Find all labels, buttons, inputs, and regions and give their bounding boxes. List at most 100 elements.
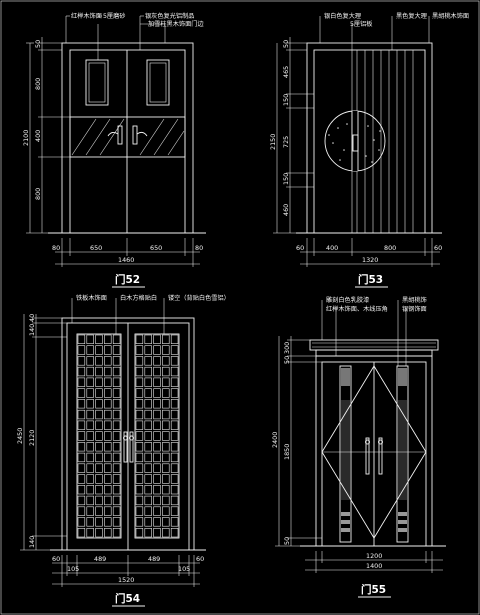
door-54-lattice-cell — [144, 506, 152, 516]
door-52-inner-frame — [69, 49, 186, 234]
door-54-lattice-cell — [170, 356, 179, 366]
door-54-lattice-cell — [144, 463, 152, 473]
door-54-lattice-cell — [144, 495, 152, 506]
door-54-lattice-cell — [162, 388, 170, 398]
door-52-vertical-dimension-lines — [26, 37, 70, 234]
door-55-dim-h-1: 1200 — [366, 552, 382, 560]
door-53-dim-v-4: 725 — [282, 136, 290, 148]
door-54-lattice-cell — [144, 431, 152, 441]
door-54-lattice-cell — [112, 420, 121, 430]
door-54-lattice-cell — [86, 495, 94, 506]
door-54-lattice-cell — [135, 399, 144, 409]
door-54-lattice-cell — [170, 388, 179, 398]
door-54-lattice-cell — [77, 334, 86, 344]
door-52-left-window-inner — [88, 62, 106, 103]
door-54-dim-v-1: 40 — [28, 314, 36, 322]
door-53-dim-v-6: 460 — [282, 204, 290, 216]
door-54-lattice-cell — [95, 399, 103, 409]
door-54-callout-2: 白木方格贴白 — [120, 294, 157, 302]
door-53-inlay-texture — [328, 123, 381, 163]
door-54-lattice-cell — [135, 452, 144, 463]
door-54-lattice-cell — [144, 452, 152, 463]
door-54-lattice-cell — [153, 506, 161, 516]
door-54-lattice-cell — [95, 334, 103, 344]
door-54-lattice-cell — [162, 527, 170, 538]
door-54-lattice-cell — [135, 388, 144, 398]
door-52-dim-h-4: 80 — [195, 244, 203, 252]
door-55-title: 门55 — [361, 583, 386, 596]
door-53-dim-h-total: 1320 — [362, 256, 378, 264]
door-54-lattice-cell — [112, 463, 121, 473]
door-55-left-handle-knob — [365, 439, 370, 445]
door-54-lattice-cell — [104, 452, 112, 463]
door-52-title: 门52 — [115, 273, 140, 286]
door-54-lattice-cell — [162, 517, 170, 527]
door-54-lattice-cell — [112, 442, 121, 452]
door-54-lattice-cell — [170, 527, 179, 538]
door-53-vertical-strips — [351, 50, 414, 233]
door-54-dim-h-2: 105 — [67, 565, 79, 573]
door-54-lattice-cell — [86, 442, 94, 452]
door-54-lattice-cell — [170, 495, 179, 506]
door-54-lattice-cell — [86, 517, 94, 527]
door-54-lattice-cell — [104, 388, 112, 398]
door-54-lattice-cell — [86, 388, 94, 398]
door-54-lattice-cell — [77, 409, 86, 420]
door-54-lattice-cell — [95, 452, 103, 463]
door-54-lattice-cell — [153, 388, 161, 398]
door-54-lattice-cell — [135, 506, 144, 516]
door-54-lattice-cell — [170, 517, 179, 527]
door-54-lattice-cell — [95, 345, 103, 355]
door-54-lattice-cell — [104, 409, 112, 420]
door-54-lattice-cell — [135, 495, 144, 506]
door-54-right-handle-knob — [129, 435, 134, 441]
door-52-dim-v-2: 800 — [34, 78, 42, 90]
door-53-inlay-gap — [352, 111, 358, 171]
door-54-lattice-cell — [144, 442, 152, 452]
door-52-callout-3: 银灰色复光铝制品 — [145, 12, 195, 20]
door-54-lattice-cell — [77, 431, 86, 441]
door-54-callout-1: 铁板木饰面 — [76, 294, 107, 302]
door-54-lattice-cell — [104, 442, 112, 452]
door-54-lattice-cell — [170, 442, 179, 452]
door-53-dim-h-1: 60 — [296, 244, 304, 252]
door-54-lattice-cell — [86, 399, 94, 409]
door-53-vertical-dimension-lines — [273, 37, 314, 234]
door-54-dim-h-5: 105 — [178, 565, 190, 573]
door-54-lattice-cell — [162, 377, 170, 387]
door-52-band-hatch — [71, 118, 185, 156]
door-54-lattice-cell — [153, 399, 161, 409]
door-54-lattice-cell — [112, 452, 121, 463]
door-55-callout-3: 黑胡桃饰 — [402, 296, 427, 304]
door-54-lattice-cell — [144, 399, 152, 409]
door-54-lattice-cell — [104, 527, 112, 538]
door-55-cornice-lower — [315, 349, 433, 357]
door-52-right-handle — [132, 125, 138, 145]
door-54-lattice-cell — [95, 431, 103, 441]
door-53-elevation: 银白色复大理 5厘铝板 黑色复大理 黑胡桃木饰面 50 465 150 725 … — [269, 12, 469, 288]
door-55-right-strip — [396, 365, 409, 543]
door-55-dim-v-3: 1850 — [283, 444, 291, 460]
door-54-lattice-cell — [135, 474, 144, 484]
door-54-lattice-cell — [95, 517, 103, 527]
door-54-lattice-cell — [104, 463, 112, 473]
door-54-lattice-cell — [95, 356, 103, 366]
door-54-lattice-cell — [86, 356, 94, 366]
door-54-dim-v-total: 2450 — [16, 428, 24, 444]
door-54-lattice-cell — [170, 474, 179, 484]
door-54-lattice-cell — [104, 420, 112, 430]
door-54-lattice-cell — [95, 442, 103, 452]
door-54-lattice-cell — [77, 463, 86, 473]
door-54-lattice-cell — [86, 474, 94, 484]
door-54-lattice-cell — [86, 484, 94, 495]
door-54-lattice-cell — [112, 356, 121, 366]
door-54-title: 门54 — [115, 592, 140, 605]
door-54-right-grid-panel — [134, 333, 180, 539]
door-54-right-handle — [129, 431, 134, 463]
door-54-lattice-cell — [153, 517, 161, 527]
door-54-lattice-cell — [104, 334, 112, 344]
door-54-lattice-cell — [135, 442, 144, 452]
door-54-lattice-cell — [135, 463, 144, 473]
door-54-lattice-cell — [77, 356, 86, 366]
door-54-lattice-cell — [162, 506, 170, 516]
